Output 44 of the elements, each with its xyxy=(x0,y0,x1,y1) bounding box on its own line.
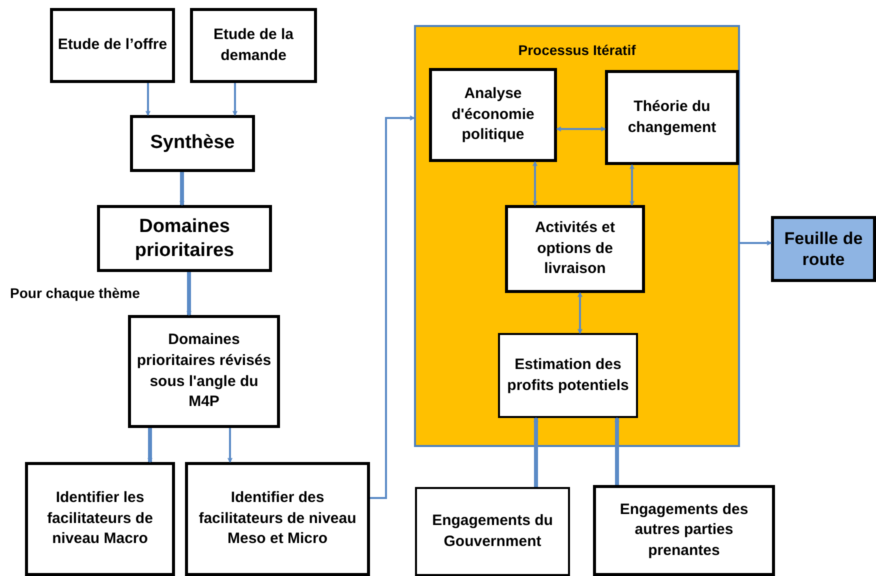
box-text: Identifier les facilitateurs de niveau Macro xyxy=(46,488,154,550)
arrow xyxy=(370,116,414,499)
arrow xyxy=(532,162,538,206)
box-text: Feuille de route xyxy=(783,228,864,270)
box-text: Engagements des autres parties prenantes xyxy=(618,500,750,561)
box-text: Domaines prioritaires révisés sous l'angle du M4P xyxy=(136,330,272,412)
process-box xyxy=(25,462,175,576)
process-group xyxy=(414,25,740,447)
process-box xyxy=(605,70,739,165)
process-box xyxy=(429,68,557,162)
arrow xyxy=(146,83,150,116)
process-box xyxy=(415,487,570,576)
arrow xyxy=(630,164,634,206)
process-box xyxy=(593,485,775,576)
arrow xyxy=(232,83,238,116)
arrow xyxy=(180,172,184,206)
box-text: Engagements du Gouvernment xyxy=(431,510,554,552)
arrow xyxy=(614,418,620,485)
group-title: Processus Itératif xyxy=(517,41,637,60)
process-box xyxy=(128,315,280,428)
box-text: Domaines prioritaires xyxy=(134,214,236,262)
process-box xyxy=(130,115,255,172)
box-text: Théorie du changement xyxy=(626,96,718,138)
process-box xyxy=(771,216,876,282)
arrow xyxy=(534,418,538,487)
arrow xyxy=(740,240,772,246)
box-text: Etude de l’offre xyxy=(58,35,168,56)
process-box xyxy=(185,462,370,576)
box-text: Identifier des facilitateurs de niveau Meso et Micro xyxy=(198,488,358,550)
process-box xyxy=(190,8,317,83)
process-box xyxy=(50,8,175,83)
box-text: Analyse d'économie politique xyxy=(450,84,536,146)
box-text: Estimation des profits potentiels xyxy=(506,354,630,396)
box-text: Synthèse xyxy=(150,131,235,156)
arrow xyxy=(228,428,232,462)
arrow xyxy=(148,428,152,462)
process-box xyxy=(505,205,645,293)
arrow xyxy=(578,292,582,334)
arrow xyxy=(186,272,192,316)
box-text: Etude de la demande xyxy=(212,24,295,66)
process-box xyxy=(97,205,272,272)
box-text: Activités et options de livraison xyxy=(534,218,616,280)
process-box xyxy=(498,333,638,418)
arrow xyxy=(556,126,606,132)
